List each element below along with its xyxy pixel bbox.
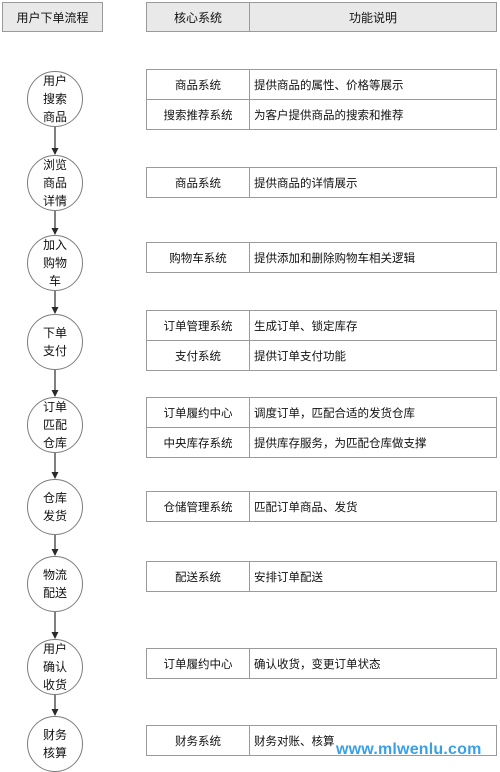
step-label: 物流配送 <box>42 568 67 600</box>
system-cell: 配送系统 <box>146 561 250 592</box>
step-label: 财务核算 <box>42 728 67 760</box>
step-label: 下单支付 <box>42 326 67 358</box>
system-cell: 商品系统 <box>146 167 250 198</box>
step-node-delivery: 物流配送 <box>27 556 83 612</box>
step-label: 浏览商品详情 <box>42 158 67 208</box>
step-node-confirm-receipt: 用户确认收货 <box>27 639 83 695</box>
function-cell: 提供订单支付功能 <box>249 340 497 371</box>
system-cell: 订单管理系统 <box>146 310 250 341</box>
watermark: www.mlwenlu.com <box>336 741 482 758</box>
function-cell: 匹配订单商品、发货 <box>249 491 497 522</box>
function-cell: 提供商品的详情展示 <box>249 167 497 198</box>
function-cell: 提供库存服务，为匹配仓库做支撑 <box>249 427 497 458</box>
system-cell: 订单履约中心 <box>146 397 250 428</box>
system-cell: 搜索推荐系统 <box>146 99 250 130</box>
step-node-browse: 浏览商品详情 <box>27 155 83 211</box>
step-label: 用户确认收货 <box>42 642 67 692</box>
function-cell: 安排订单配送 <box>249 561 497 592</box>
step-label: 订单匹配仓库 <box>42 400 67 450</box>
system-cell: 财务系统 <box>146 725 250 756</box>
step-node-finance: 财务核算 <box>27 716 83 772</box>
function-cell: 调度订单，匹配合适的发货仓库 <box>249 397 497 428</box>
function-cell: 确认收货，变更订单状态 <box>249 648 497 679</box>
step-label: 用户搜索商品 <box>42 74 67 124</box>
header-core-system: 核心系统 <box>146 2 250 32</box>
header-function-description: 功能说明 <box>249 2 497 32</box>
system-cell: 中央库存系统 <box>146 427 250 458</box>
step-node-search: 用户搜索商品 <box>27 71 83 127</box>
function-cell: 财务对账、核算 <box>249 725 497 756</box>
function-cell: 提供添加和删除购物车相关逻辑 <box>249 242 497 273</box>
system-cell: 订单履约中心 <box>146 648 250 679</box>
step-label: 仓库发货 <box>42 491 67 523</box>
function-cell: 生成订单、锁定库存 <box>249 310 497 341</box>
step-node-match-warehouse: 订单匹配仓库 <box>27 397 83 453</box>
system-cell: 购物车系统 <box>146 242 250 273</box>
function-cell: 为客户提供商品的搜索和推荐 <box>249 99 497 130</box>
step-label: 加入购物车 <box>42 238 67 288</box>
system-cell: 商品系统 <box>146 69 250 100</box>
step-node-order-pay: 下单支付 <box>27 314 83 370</box>
system-cell: 支付系统 <box>146 340 250 371</box>
function-cell: 提供商品的属性、价格等展示 <box>249 69 497 100</box>
header-flow: 用户下单流程 <box>2 2 103 32</box>
step-node-cart: 加入购物车 <box>27 235 83 291</box>
step-node-ship: 仓库发货 <box>27 479 83 535</box>
system-cell: 仓储管理系统 <box>146 491 250 522</box>
